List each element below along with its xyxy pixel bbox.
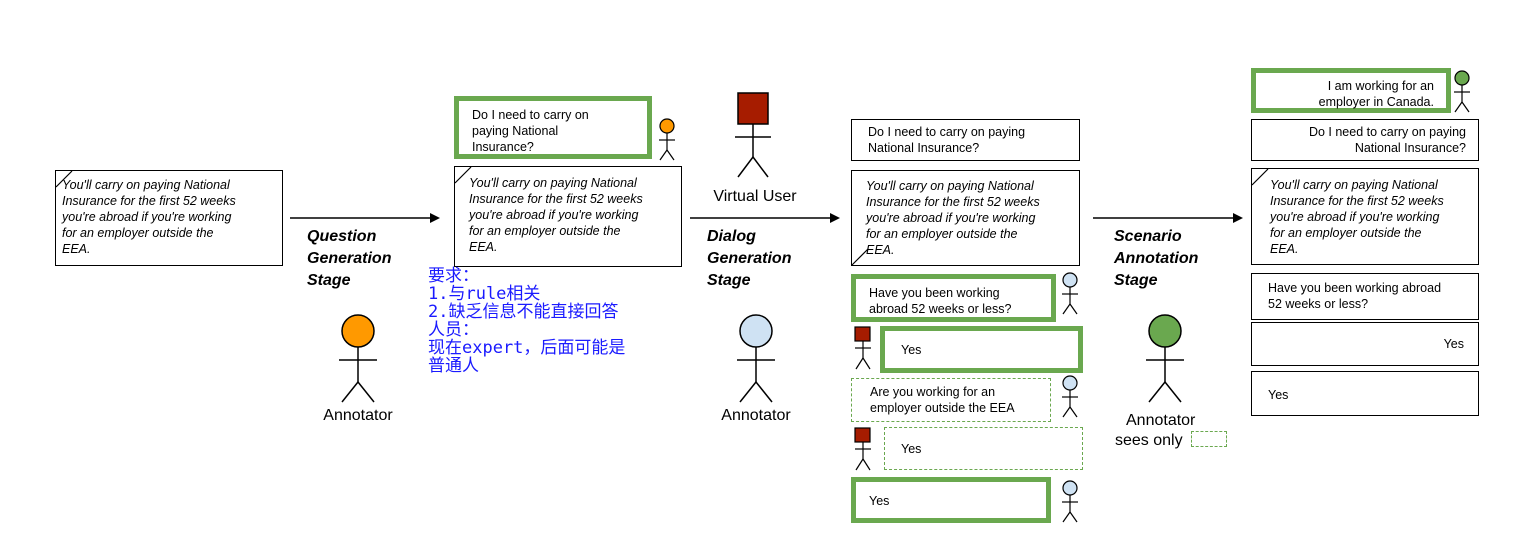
virtual-user-caption: Virtual User [713,188,797,205]
question-box-right: Do I need to carry on paying National In… [1251,119,1479,161]
annotator-blue-icon [1062,375,1078,418]
right-dialog-a2-box: Yes [1251,371,1479,416]
rule-box-right: You'll carry on paying National Insuranc… [1251,168,1479,265]
annotator-green-figure [1146,314,1184,403]
stage-label-dialog: Dialog Generation Stage [707,228,792,289]
virtual-user-figure [735,92,771,178]
dashed-box-legend-icon [1191,431,1228,447]
annotator-orange-figure [339,314,377,403]
arrow-dialog-stage [690,213,840,223]
arrow-scenario-stage [1093,213,1243,223]
rule-line: you're abroad if you're working [62,210,232,224]
dialog-q2-box: Are you working for an employer outside … [851,378,1051,422]
arrow-question-stage [290,213,440,223]
annotator-caption: Annotator [323,407,393,424]
rule-box-left: You'll carry on paying National Insuranc… [55,170,283,266]
corner-fold-icon [851,248,869,266]
rule-line: Insurance for the first 52 weeks [62,194,236,208]
virtual-user-icon [854,427,871,471]
rule-line: EEA. [62,242,91,256]
dialog-a1-box: Yes [880,326,1083,373]
annotator-blue-figure [737,314,775,403]
question-box-dialog: Do I need to carry on paying National In… [851,119,1080,161]
corner-fold-icon [1251,168,1269,186]
stage-label-scenario: Scenario Annotation Stage [1114,228,1199,289]
rule-box-dialog: You'll carry on paying National Insuranc… [851,170,1080,266]
annotator-sees-only-caption: Annotator sees only [1106,411,1236,451]
annotator-caption: Annotator [721,407,791,424]
scenario-box: I am working for an employer in Canada. [1251,68,1451,113]
dialog-q1-box: Have you been working abroad 52 weeks or… [851,274,1056,322]
annotator-green-icon [1454,70,1470,113]
chinese-note: 要求： 1.与rule相关 2.缺乏信息不能直接回答 人员： 现在expert，… [428,266,626,376]
annotator-blue-icon [1062,272,1078,315]
rule-line: for an employer outside the [62,226,214,240]
question-box: Do I need to carry on paying National In… [454,96,652,159]
right-dialog-q1-box: Have you been working abroad 52 weeks or… [1251,273,1479,320]
annotator-blue-icon [1062,480,1078,523]
dialog-a2-box: Yes [884,427,1083,470]
asker-orange-icon [659,118,675,161]
rule-line: You'll carry on paying National [62,178,230,192]
dialog-final-box: Yes [851,477,1051,523]
corner-fold-icon [454,166,472,184]
virtual-user-icon [854,326,871,370]
stage-label-question: Question Generation Stage [307,228,392,289]
corner-fold-icon [55,170,73,188]
right-dialog-a1-box: Yes [1251,322,1479,366]
rule-box-second: You'll carry on paying National Insuranc… [454,166,682,267]
